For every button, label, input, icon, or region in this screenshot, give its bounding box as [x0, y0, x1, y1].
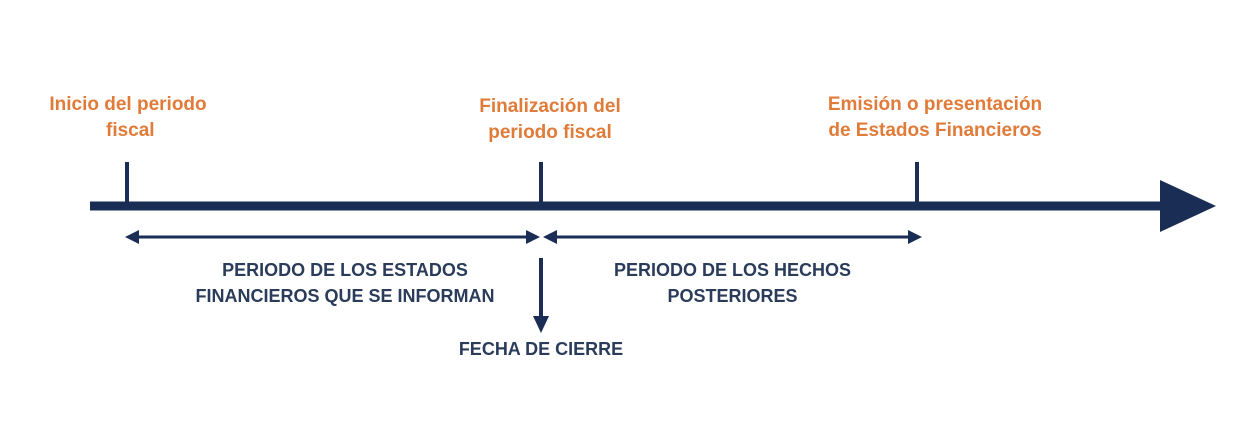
- period-label-subsequent-line2: POSTERIORES: [667, 286, 798, 306]
- milestone-label-start: Inicio del periodo fiscal: [40, 92, 216, 144]
- milestone-label-end: Finalización del periodo fiscal: [460, 94, 640, 146]
- closing-date-label-text: FECHA DE CIERRE: [458, 339, 624, 359]
- period-label-subsequent: PERIODO DE LOS HECHOS POSTERIORES: [580, 257, 885, 309]
- closing-date-label: FECHA DE CIERRE: [440, 336, 642, 362]
- period-reported-left-arrowhead: [125, 230, 139, 244]
- period-label-reported: PERIODO DE LOS ESTADOS FINANCIEROS QUE S…: [160, 257, 530, 309]
- milestone-label-issue: Emisión o presentación de Estados Financ…: [815, 92, 1055, 144]
- period-reported-right-arrowhead: [526, 230, 540, 244]
- timeline-axis-arrowhead: [1160, 180, 1216, 232]
- period-subsequent-left-arrowhead: [543, 230, 557, 244]
- milestone-label-start-line1: Inicio del periodo: [49, 94, 207, 115]
- period-label-subsequent-line1: PERIODO DE LOS HECHOS: [613, 260, 852, 280]
- milestone-label-end-line2: periodo fiscal: [488, 122, 612, 143]
- period-subsequent-right-arrowhead: [908, 230, 922, 244]
- milestone-label-start-line2: fiscal: [106, 120, 155, 141]
- period-label-reported-line2: FINANCIEROS QUE SE INFORMAN: [195, 286, 495, 306]
- period-label-reported-line1: PERIODO DE LOS ESTADOS: [222, 260, 468, 280]
- milestone-label-issue-line1: Emisión o presentación: [827, 94, 1043, 115]
- milestone-label-issue-line2: de Estados Financieros: [828, 120, 1042, 141]
- milestone-label-end-line1: Finalización del: [479, 96, 621, 117]
- closing-date-arrowhead: [533, 316, 549, 333]
